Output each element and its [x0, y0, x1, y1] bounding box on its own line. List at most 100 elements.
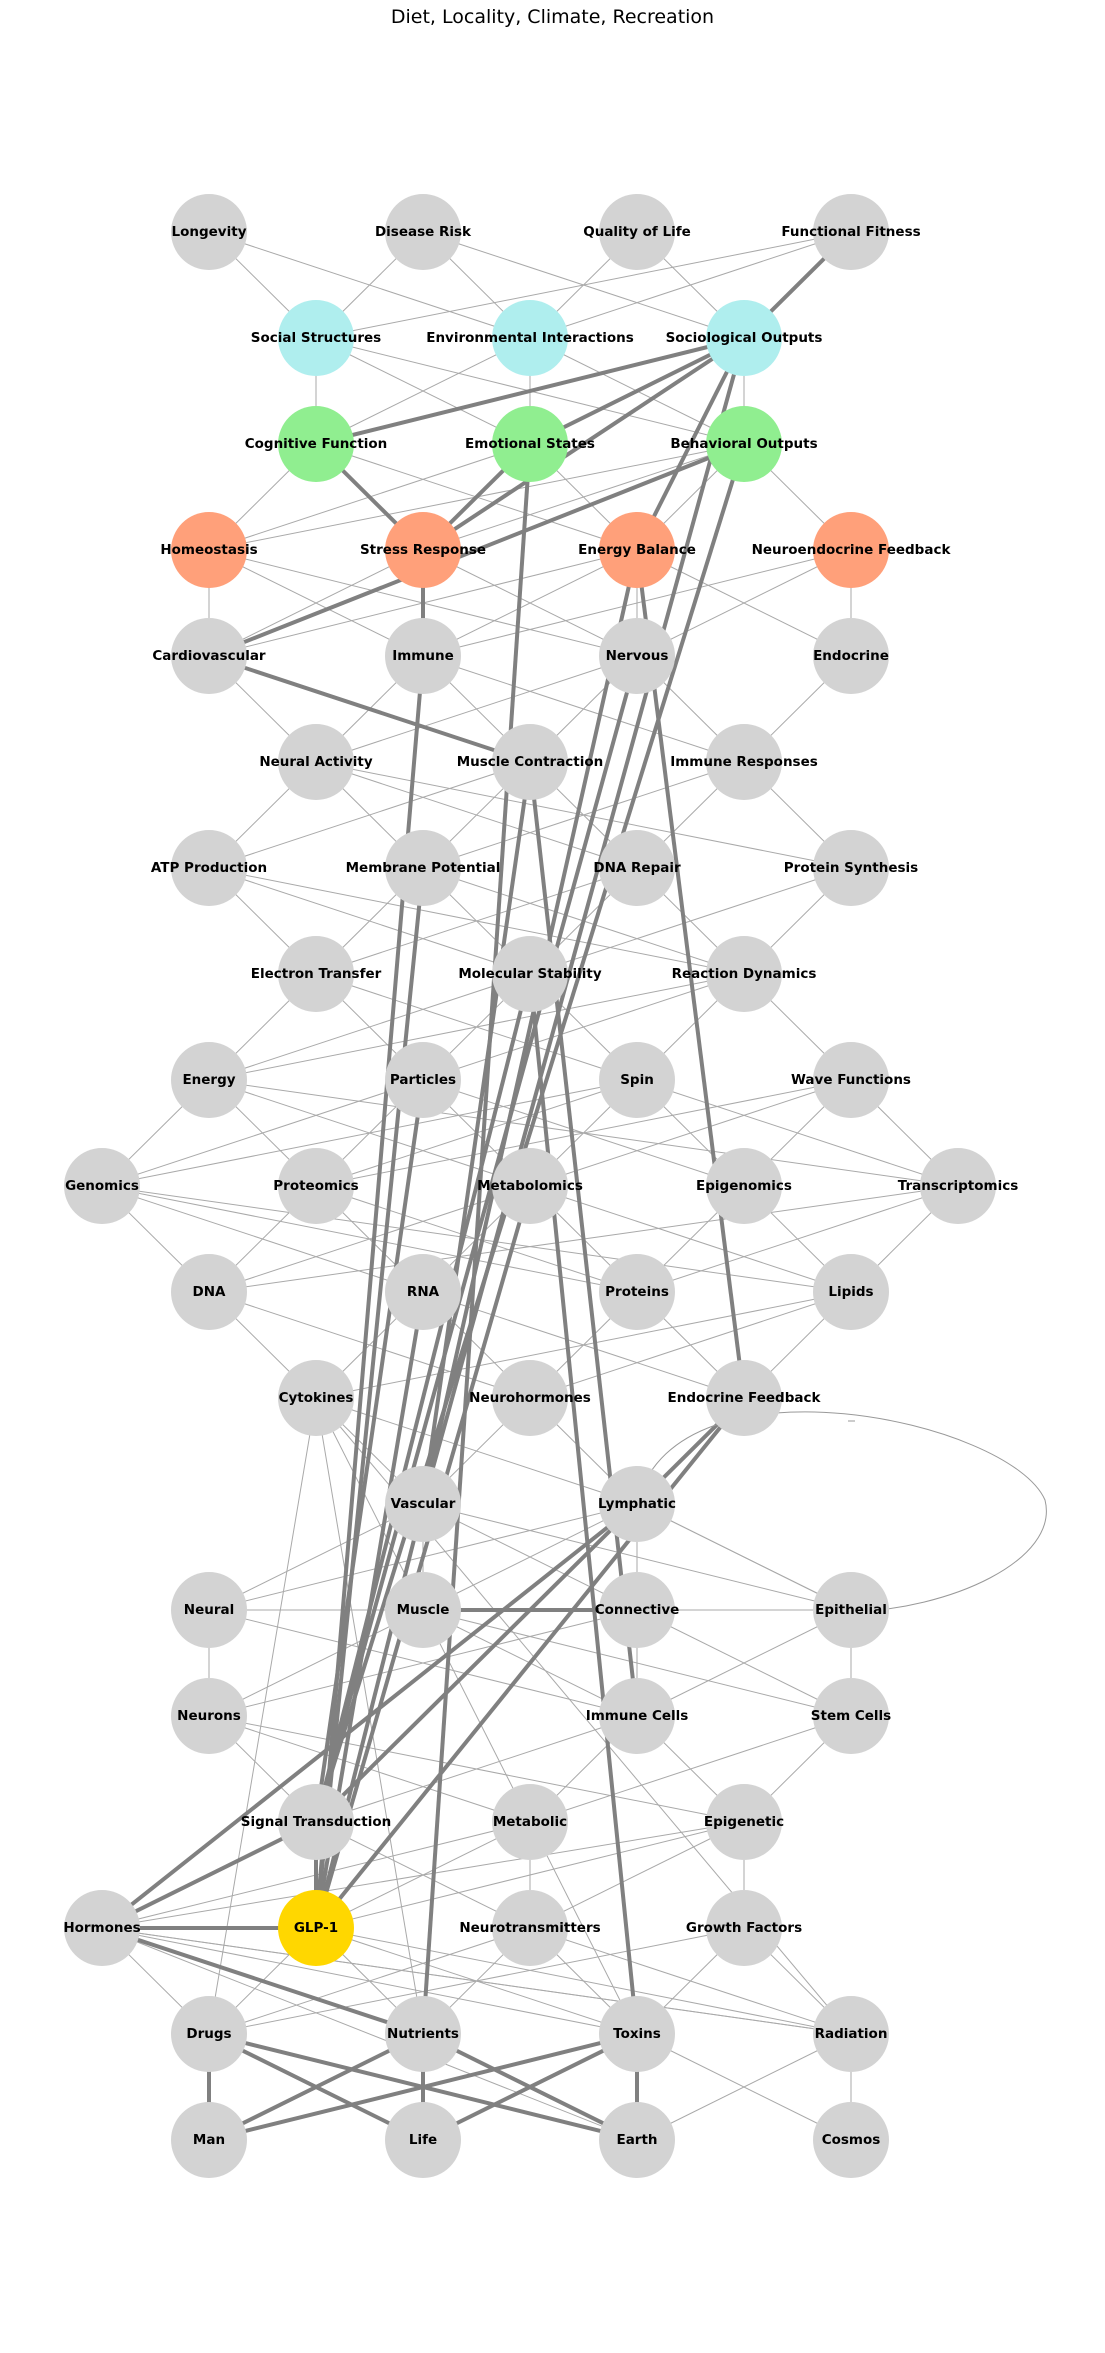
node-circle — [813, 830, 889, 906]
node-label: Lymphatic — [598, 1496, 676, 1512]
node-circle — [385, 1996, 461, 2072]
node-circle — [813, 618, 889, 694]
node-label: Cosmos — [822, 2132, 881, 2148]
node-label: Neural — [184, 1602, 234, 1618]
node-protein-synthesis: Protein Synthesis — [784, 830, 918, 906]
node-circle — [599, 2102, 675, 2178]
node-label: Proteomics — [273, 1178, 358, 1194]
node-earth: Earth — [599, 2102, 675, 2178]
edge-stress_response-cardiovascular — [208, 549, 424, 657]
thick-edge-glp1-endocrine_feedback — [314, 1396, 746, 1930]
node-quality-of-life: Quality of Life — [583, 194, 691, 270]
node-circle — [706, 1148, 782, 1224]
thick-edge-stress_response-sociological_outputs — [421, 336, 746, 552]
node-energy: Energy — [171, 1042, 247, 1118]
thick-edge-cognitive_function-sociological_outputs — [315, 336, 745, 446]
node-label: Metabolomics — [477, 1178, 583, 1194]
node-circle — [385, 830, 461, 906]
node-cosmos: Cosmos — [813, 2102, 889, 2178]
node-spin: Spin — [599, 1042, 675, 1118]
node-circle — [706, 936, 782, 1012]
node-circle — [599, 618, 675, 694]
thick-edge-hormones-signal_transduction — [101, 1820, 317, 1930]
edge-epithelial-immune_cells — [636, 1609, 852, 1717]
node-circle — [385, 1572, 461, 1648]
node-dna: DNA — [171, 1254, 247, 1330]
node-label: Molecular Stability — [458, 966, 601, 982]
node-label: Spin — [620, 1072, 654, 1088]
node-label: Cytokines — [279, 1390, 354, 1406]
node-circle — [599, 1572, 675, 1648]
node-sociological-outputs: Sociological Outputs — [666, 300, 822, 376]
node-circle — [599, 512, 675, 588]
node-circle — [599, 1996, 675, 2072]
node-circle — [492, 406, 568, 482]
edge-lymphatic-muscle — [422, 1503, 638, 1611]
page-title: Diet, Locality, Climate, Recreation — [390, 6, 715, 28]
node-circle — [171, 1042, 247, 1118]
node-label: Metabolic — [493, 1814, 567, 1830]
node-emotional-states: Emotional States — [465, 406, 595, 482]
node-label: Epithelial — [815, 1602, 887, 1618]
edge-immune_responses-membrane_potential — [422, 761, 745, 869]
edge-nervous-neural_activity — [315, 655, 638, 763]
node-epigenomics: Epigenomics — [696, 1148, 792, 1224]
edge-neurotransmitters-drugs — [208, 1927, 531, 2035]
thick-edge-toxins-life — [422, 2032, 638, 2142]
node-label: Social Structures — [251, 330, 381, 346]
node-wave-functions: Wave Functions — [791, 1042, 911, 1118]
node-label: Neurons — [177, 1708, 241, 1724]
thick-edge-vascular-muscle_contraction — [421, 761, 532, 1505]
node-label: Transcriptomics — [898, 1178, 1019, 1194]
node-connective: Connective — [595, 1572, 679, 1648]
node-circle — [278, 1148, 354, 1224]
node-circle — [171, 194, 247, 270]
node-stem-cells: Stem Cells — [811, 1678, 891, 1754]
edge-neuroendocrine_feedback-immune — [422, 549, 852, 657]
node-glp1: GLP-1 — [278, 1890, 354, 1966]
node-circle — [492, 724, 568, 800]
node-homeostasis: Homeostasis — [160, 512, 258, 588]
node-label: ATP Production — [151, 860, 267, 876]
edge-hormones-radiation — [101, 1927, 852, 2035]
node-circle — [385, 1042, 461, 1118]
node-life: Life — [385, 2102, 461, 2178]
node-dna-repair: DNA Repair — [593, 830, 681, 906]
node-neurons: Neurons — [171, 1678, 247, 1754]
node-neuroendocrine-feedback: Neuroendocrine Feedback — [752, 512, 951, 588]
node-label: Wave Functions — [791, 1072, 911, 1088]
edge-behavioral_outputs-stress_response — [422, 443, 745, 551]
node-particles: Particles — [385, 1042, 461, 1118]
node-circle — [706, 300, 782, 376]
node-circle — [706, 406, 782, 482]
node-label: Radiation — [815, 2026, 888, 2042]
edge-neuroendocrine_feedback-nervous — [636, 549, 852, 657]
thick-edge-signal_transduction-behavioral_outputs — [314, 443, 746, 1823]
node-epithelial: Epithelial — [813, 1572, 889, 1648]
edge-stem_cells-metabolic — [529, 1715, 852, 1823]
edge-lipids-neurohormones — [529, 1291, 852, 1399]
node-label: Homeostasis — [160, 542, 257, 558]
node-circle — [599, 1042, 675, 1118]
node-label: Reaction Dynamics — [672, 966, 817, 982]
edge-wave_functions-metabolomics — [529, 1079, 852, 1187]
edge-epigenetic-neurotransmitters — [529, 1821, 745, 1929]
node-label: Vascular — [391, 1496, 456, 1512]
thick-edge-hormones-nutrients — [101, 1926, 424, 2036]
node-circle — [599, 830, 675, 906]
node-immune-cells: Immune Cells — [586, 1678, 688, 1754]
node-epigenetic: Epigenetic — [704, 1784, 784, 1860]
node-circle — [171, 1678, 247, 1754]
node-label: Nervous — [606, 648, 669, 664]
thick-edge-vascular-energy_balance — [421, 549, 639, 1505]
node-label: Behavioral Outputs — [670, 436, 817, 452]
node-label: Emotional States — [465, 436, 595, 452]
node-toxins: Toxins — [599, 1996, 675, 2072]
node-circle — [385, 1466, 461, 1542]
edge-functional_fitness-social_structures — [315, 231, 852, 339]
node-circle — [492, 1890, 568, 1966]
node-label: Muscle — [397, 1602, 450, 1618]
node-circle — [706, 724, 782, 800]
node-circle — [171, 2102, 247, 2178]
node-label: Lipids — [828, 1284, 873, 1300]
